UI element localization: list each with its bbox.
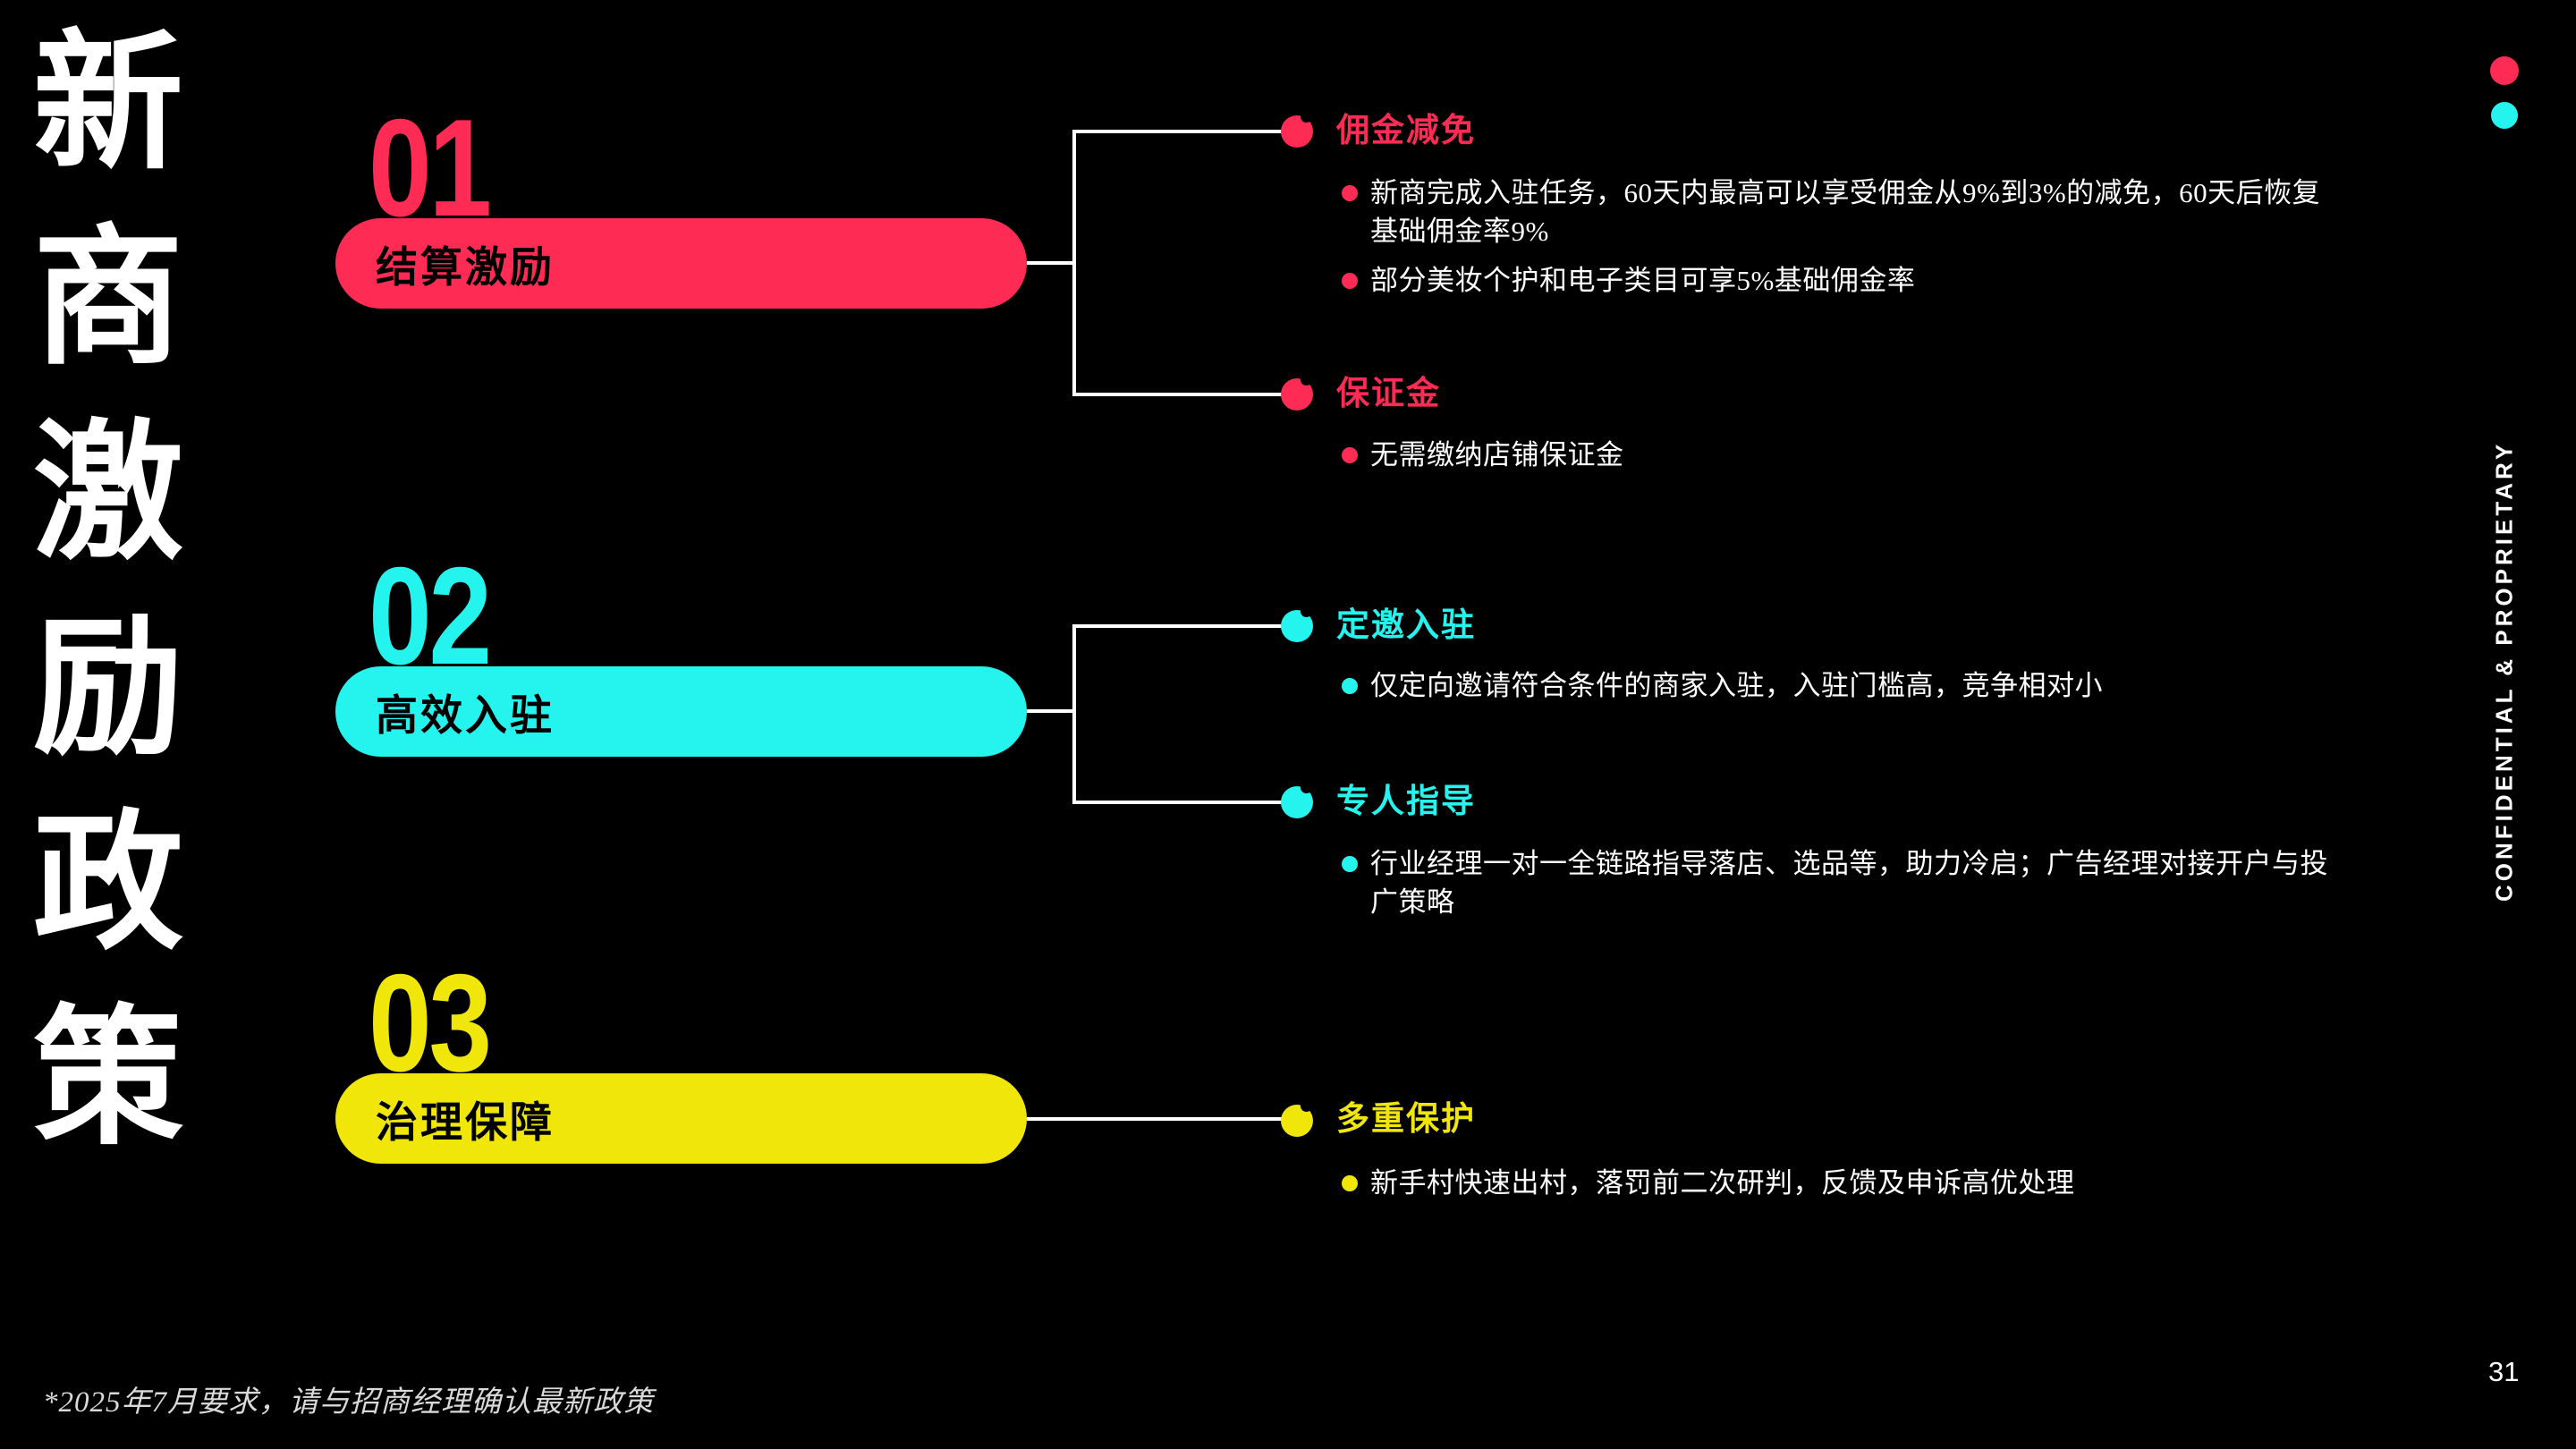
bullet-dot: [1342, 678, 1358, 694]
connector-line: [1027, 261, 1076, 265]
branch-heading: 定邀入驻: [1336, 607, 1476, 644]
branch-dot: [1281, 1100, 1313, 1137]
bullet-dot: [1342, 273, 1358, 289]
connector-line: [1072, 393, 1282, 396]
connector-line: [1072, 624, 1076, 804]
branch-heading: 保证金: [1336, 376, 1441, 412]
bullet-dot: [1342, 1175, 1358, 1191]
bullet-item: 新手村快速出村，落罚前二次研判，反馈及申诉高优处理: [1342, 1164, 2488, 1202]
bullet-text: 新商完成入驻任务，60天内最高可以享受佣金从9%到3%的减免，60天后恢复 基础…: [1370, 177, 2321, 247]
branch-dot: [1281, 606, 1313, 642]
title-char: 策: [33, 996, 183, 1163]
bullet-text: 仅定向邀请符合条件的商家入驻，入驻门槛高，竞争相对小: [1370, 670, 2103, 701]
bullet-item: 仅定向邀请符合条件的商家入驻，入驻门槛高，竞争相对小: [1342, 666, 2488, 705]
pill-label: 高效入驻: [376, 693, 555, 740]
bullet-text: 行业经理一对一全链路指导落店、选品等，助力冷启；广告经理对接开户与投 广策略: [1370, 848, 2328, 918]
brand-dot-cyan: [2491, 102, 2518, 129]
title-char: 激: [33, 411, 183, 578]
connector-line: [1072, 801, 1282, 804]
title-char: 商: [33, 216, 183, 383]
bullet-item: 无需缴纳店铺保证金: [1342, 436, 2488, 474]
title-char: 新: [33, 21, 183, 188]
footnote: *2025年7月要求，请与招商经理确认最新政策: [43, 1386, 654, 1419]
connector-line: [1072, 624, 1282, 628]
connector-line: [1072, 130, 1076, 396]
section-number-02: 02: [369, 538, 492, 693]
confidential-label: CONFIDENTIAL & PROPRIETARY: [2490, 440, 2518, 902]
branch-heading: 多重保护: [1336, 1101, 1476, 1138]
bullet-dot: [1342, 447, 1358, 463]
section-number-01: 01: [369, 90, 492, 245]
bullet-dot: [1342, 856, 1358, 872]
bullet-dot: [1342, 185, 1358, 201]
branch-heading: 佣金减免: [1336, 113, 1476, 149]
connector-line: [1027, 1117, 1282, 1121]
connector-line: [1072, 130, 1282, 133]
bullet-text: 无需缴纳店铺保证金: [1370, 439, 1624, 470]
pill-label: 治理保障: [376, 1100, 555, 1147]
branch-heading: 专人指导: [1336, 784, 1476, 820]
section-number-03: 03: [369, 945, 492, 1100]
bullet-text: 部分美妆个护和电子类目可享5%基础佣金率: [1370, 265, 1916, 296]
section-pill-02: 高效入驻: [335, 666, 1027, 757]
bullet-text: 新手村快速出村，落罚前二次研判，反馈及申诉高优处理: [1370, 1167, 2075, 1199]
section-pill-01: 结算激励: [335, 218, 1027, 309]
vertical-title: 新 商 激 励 政 策: [31, 7, 185, 1177]
brand-dot-pink: [2490, 56, 2519, 85]
pill-label: 结算激励: [376, 245, 555, 292]
title-char: 政: [33, 801, 183, 968]
connector-line: [1027, 709, 1076, 713]
bullet-item: 新商完成入驻任务，60天内最高可以享受佣金从9%到3%的减免，60天后恢复 基础…: [1342, 174, 2488, 250]
branch-dot: [1281, 374, 1313, 411]
bullet-item: 部分美妆个护和电子类目可享5%基础佣金率: [1342, 261, 2488, 300]
bullet-item: 行业经理一对一全链路指导落店、选品等，助力冷启；广告经理对接开户与投 广策略: [1342, 844, 2488, 921]
page-number: 31: [2488, 1356, 2520, 1387]
branch-dot: [1281, 782, 1313, 818]
title-char: 励: [33, 606, 183, 773]
branch-dot: [1281, 111, 1313, 148]
section-pill-03: 治理保障: [335, 1073, 1027, 1164]
